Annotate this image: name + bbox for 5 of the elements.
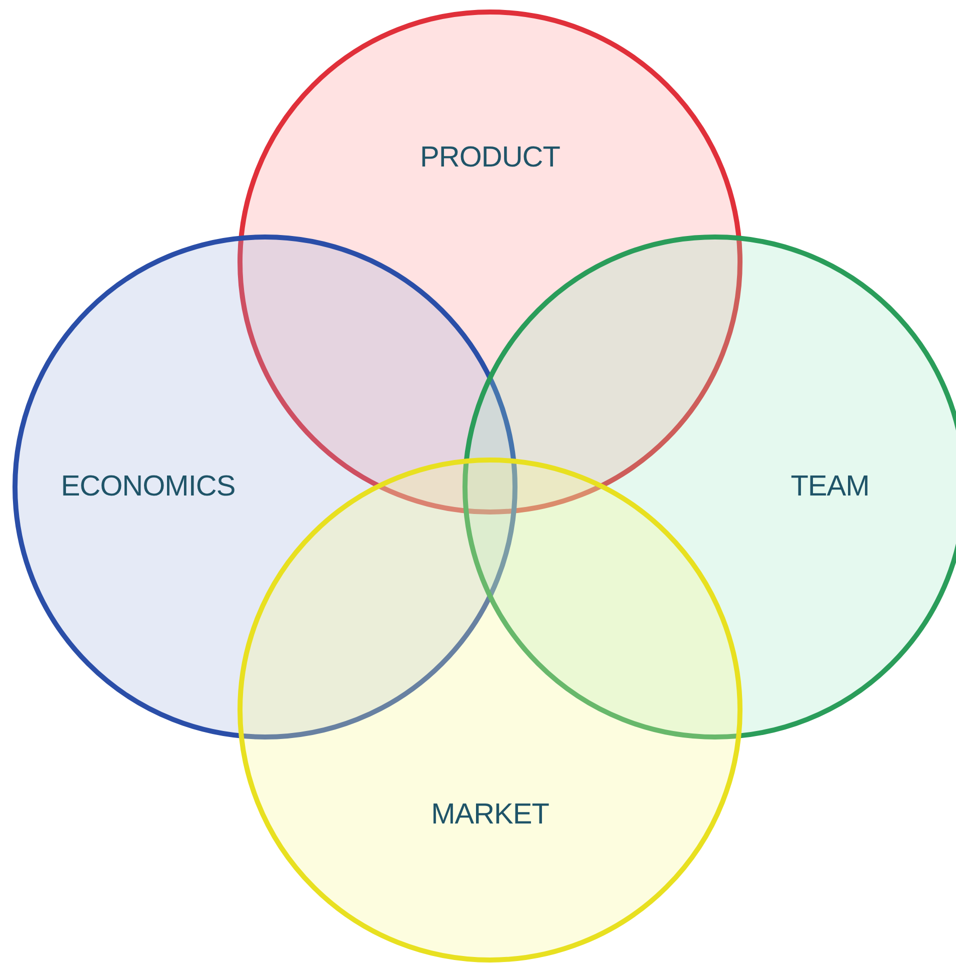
circle-label: PRODUCT [420, 142, 560, 174]
venn-circle [236, 456, 744, 963]
circle-label: ECONOMICS [60, 470, 236, 504]
circle-label: TEAM [790, 470, 870, 504]
circle-label: MARKET [431, 798, 549, 832]
